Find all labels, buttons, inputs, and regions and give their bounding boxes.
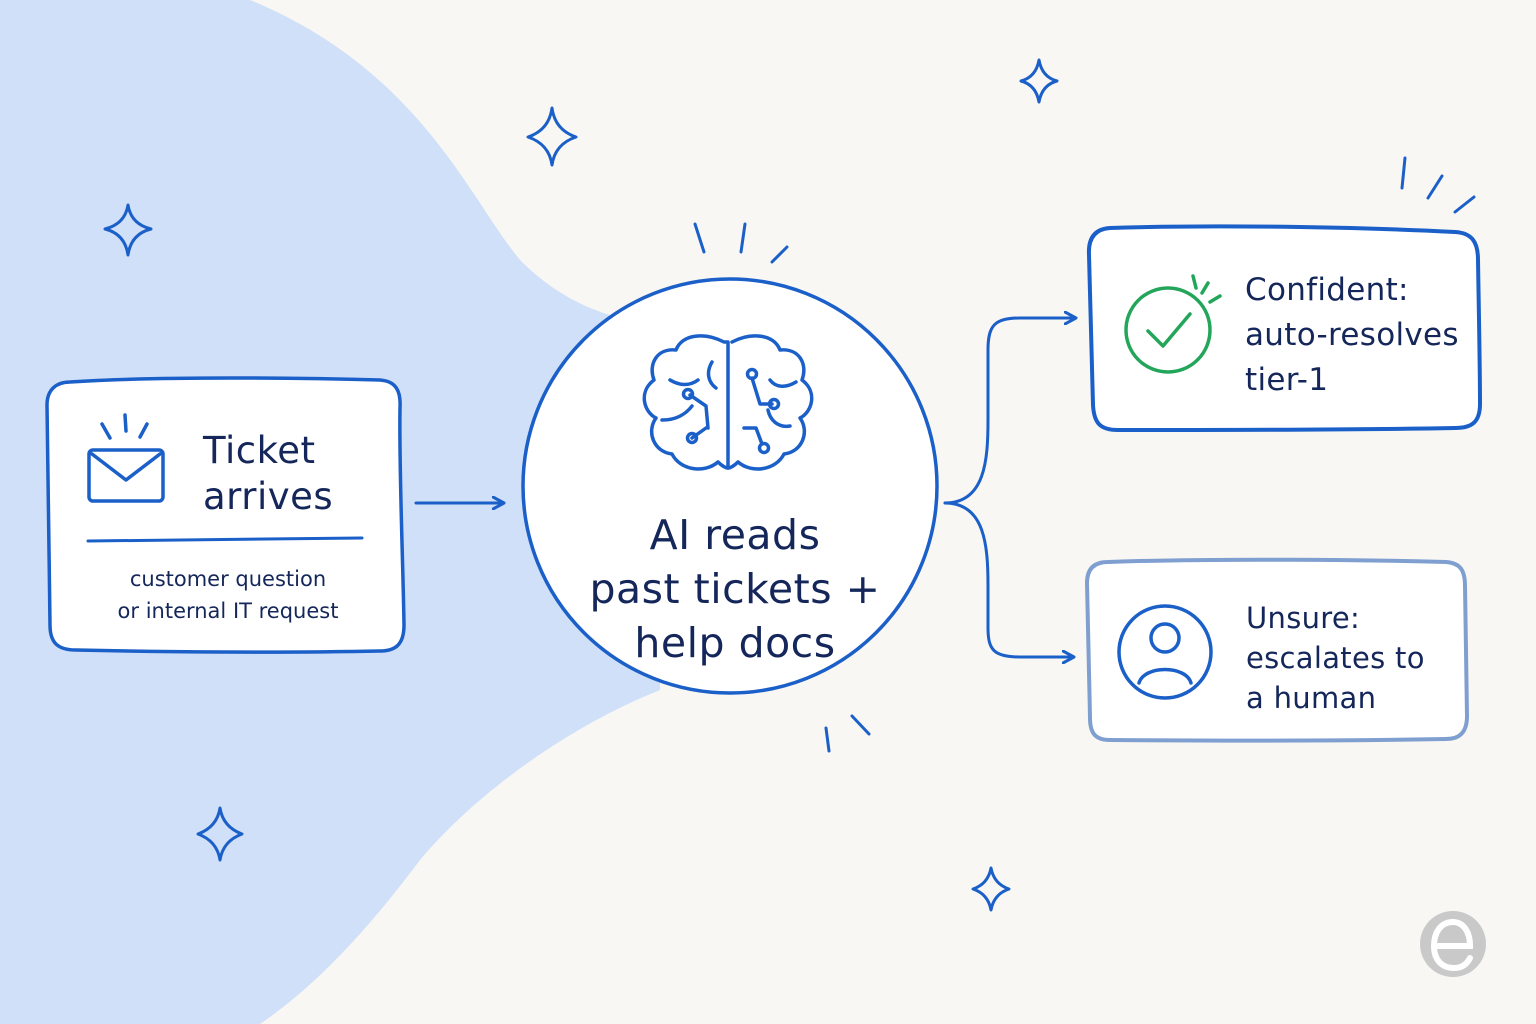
brain-icon <box>642 334 814 471</box>
sparkle-icon <box>971 866 1011 912</box>
ticket-title: Ticket arrives <box>203 428 333 520</box>
sparkle-icon <box>526 106 578 167</box>
ticket-box <box>45 376 406 654</box>
unsure-label-line: a human <box>1246 681 1377 715</box>
confident-label-line: auto-resolves <box>1245 317 1459 353</box>
ai-label-line: help docs <box>634 619 836 667</box>
sparkle-icon <box>103 203 153 257</box>
confident-box <box>1086 224 1483 433</box>
confident-label-line: tier-1 <box>1245 362 1329 398</box>
confident-box-sparks <box>1400 156 1476 214</box>
checkmark-circle-icon <box>1124 274 1222 374</box>
unsure-label-line: escalates to <box>1246 641 1425 675</box>
ai-label: AI reads past tickets + help docs <box>560 508 910 670</box>
ticket-title-line: Ticket <box>203 429 316 472</box>
sparkle-icon <box>1019 58 1059 104</box>
user-icon <box>1117 604 1213 700</box>
ai-label-line: AI reads <box>649 511 821 559</box>
ticket-subtitle: customer question or internal IT request <box>90 563 366 627</box>
unsure-label-line: Unsure: <box>1246 601 1361 635</box>
ticket-divider <box>86 536 364 543</box>
confident-label-line: Confident: <box>1245 272 1409 308</box>
ticket-subtitle-line: customer question <box>129 567 327 591</box>
ai-label-line: past tickets + <box>589 565 881 613</box>
envelope-icon <box>87 413 165 503</box>
sparkle-icon <box>196 806 244 862</box>
arrow-ai-to-confident <box>943 318 1075 505</box>
ticket-title-line: arrives <box>203 475 334 518</box>
ai-circle <box>521 277 939 695</box>
ticket-subtitle-line: or internal IT request <box>117 599 339 623</box>
ai-circle-sparks <box>693 222 871 753</box>
arrow-ai-to-unsure <box>943 501 1073 657</box>
unsure-label: Unsure: escalates to a human <box>1246 598 1425 718</box>
confident-label: Confident: auto-resolves tier-1 <box>1245 268 1459 403</box>
brand-logo-icon <box>1420 911 1486 977</box>
